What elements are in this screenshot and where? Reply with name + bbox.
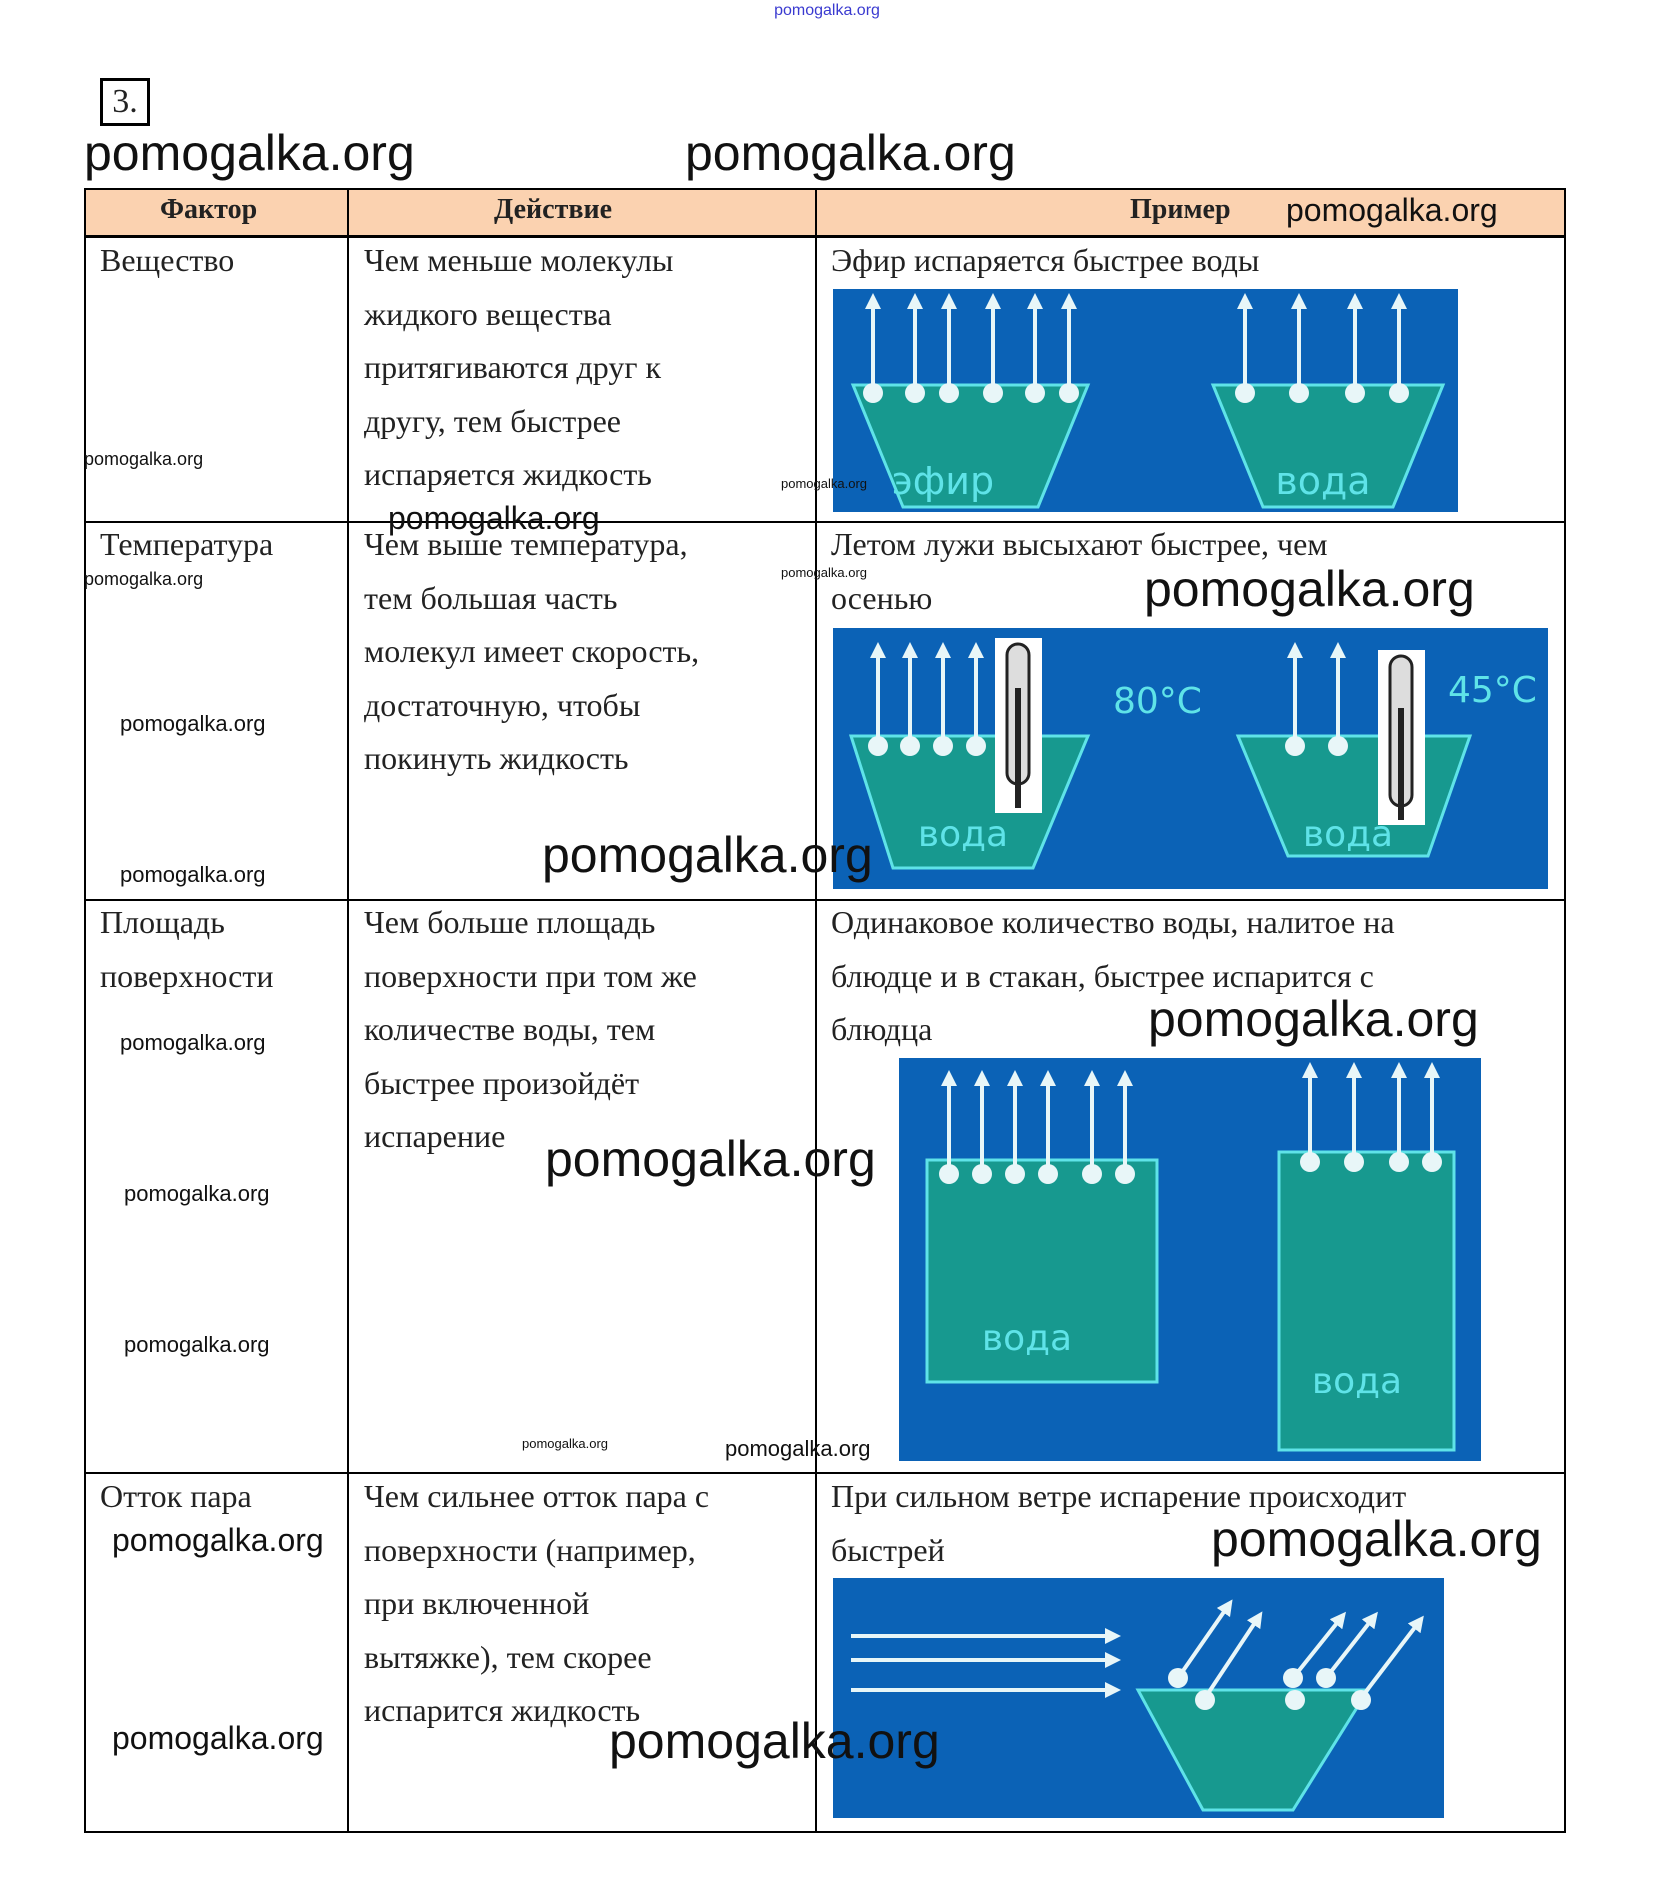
svg-text:вода: вода (1312, 1361, 1402, 1402)
watermark: pomogalka.org (120, 1030, 266, 1055)
thermometer-icon (995, 638, 1042, 813)
header-example: Пример (1130, 194, 1231, 225)
watermark: pomogalka.org (84, 125, 415, 181)
watermark: pomogalka.org (781, 476, 867, 491)
watermark: pomogalka.org (120, 862, 266, 887)
watermark: pomogalka.org (388, 500, 600, 536)
watermark: pomogalka.org (1211, 1511, 1542, 1567)
task-number: 3. (100, 78, 150, 126)
divider (815, 190, 817, 1831)
table-header: Фактор Действие Пример (86, 190, 1564, 236)
watermark: pomogalka.org (522, 1436, 608, 1451)
wind-arrows (851, 1599, 1424, 1700)
top-watermark: pomogalka.org (774, 2, 880, 19)
thermometer-icon (1378, 650, 1425, 825)
watermark: pomogalka.org (685, 125, 1016, 181)
header-action: Действие (494, 194, 613, 225)
row-factor: Температура (100, 526, 274, 562)
water-vessel (1210, 383, 1446, 509)
watermark: pomogalka.org (781, 565, 867, 580)
divider (86, 1472, 1564, 1474)
temperature-diagram: 80°C 45°C вода вода (833, 628, 1548, 889)
watermark: pomogalka.org (725, 1436, 871, 1461)
watermark: pomogalka.org (609, 1713, 940, 1769)
watermark: pomogalka.org (124, 1332, 270, 1357)
divider (86, 521, 1564, 523)
temp-high: 80°C (1113, 681, 1202, 722)
watermark: pomogalka.org (545, 1131, 876, 1187)
vapor-outflow-diagram (833, 1578, 1444, 1818)
watermark: pomogalka.org (112, 1720, 324, 1756)
factors-table: Фактор Действие Пример Вещество Чем мень… (84, 188, 1566, 1833)
row-example: Эфир испаряется быстрее воды (831, 242, 1260, 278)
svg-text:вода: вода (918, 814, 1008, 855)
divider (347, 190, 349, 1831)
header-factor: Фактор (160, 194, 258, 225)
watermark: pomogalka.org (1286, 192, 1498, 228)
watermark: pomogalka.org (124, 1181, 270, 1206)
substance-diagram: эфир вода (833, 289, 1458, 512)
surface-area-diagram: вода вода (899, 1058, 1481, 1461)
divider (86, 899, 1564, 901)
divider (86, 235, 1564, 238)
watermark: pomogalka.org (542, 827, 873, 883)
row-factor: Отток пара (100, 1478, 252, 1514)
ether-label: эфир (892, 459, 994, 503)
row-factor: Вещество (100, 242, 235, 278)
arrows (865, 293, 1407, 385)
watermark: pomogalka.org (112, 1522, 324, 1558)
watermark: pomogalka.org (84, 569, 204, 589)
temp-low: 45°C (1448, 670, 1537, 711)
svg-text:вода: вода (1303, 814, 1393, 855)
ether-vessel (850, 383, 1091, 509)
svg-text:вода: вода (982, 1318, 1072, 1359)
watermark: pomogalka.org (84, 449, 204, 469)
watermark: pomogalka.org (120, 711, 266, 736)
watermark: pomogalka.org (1144, 561, 1475, 617)
watermark: pomogalka.org (1148, 991, 1479, 1047)
water-label: вода (1275, 459, 1370, 503)
